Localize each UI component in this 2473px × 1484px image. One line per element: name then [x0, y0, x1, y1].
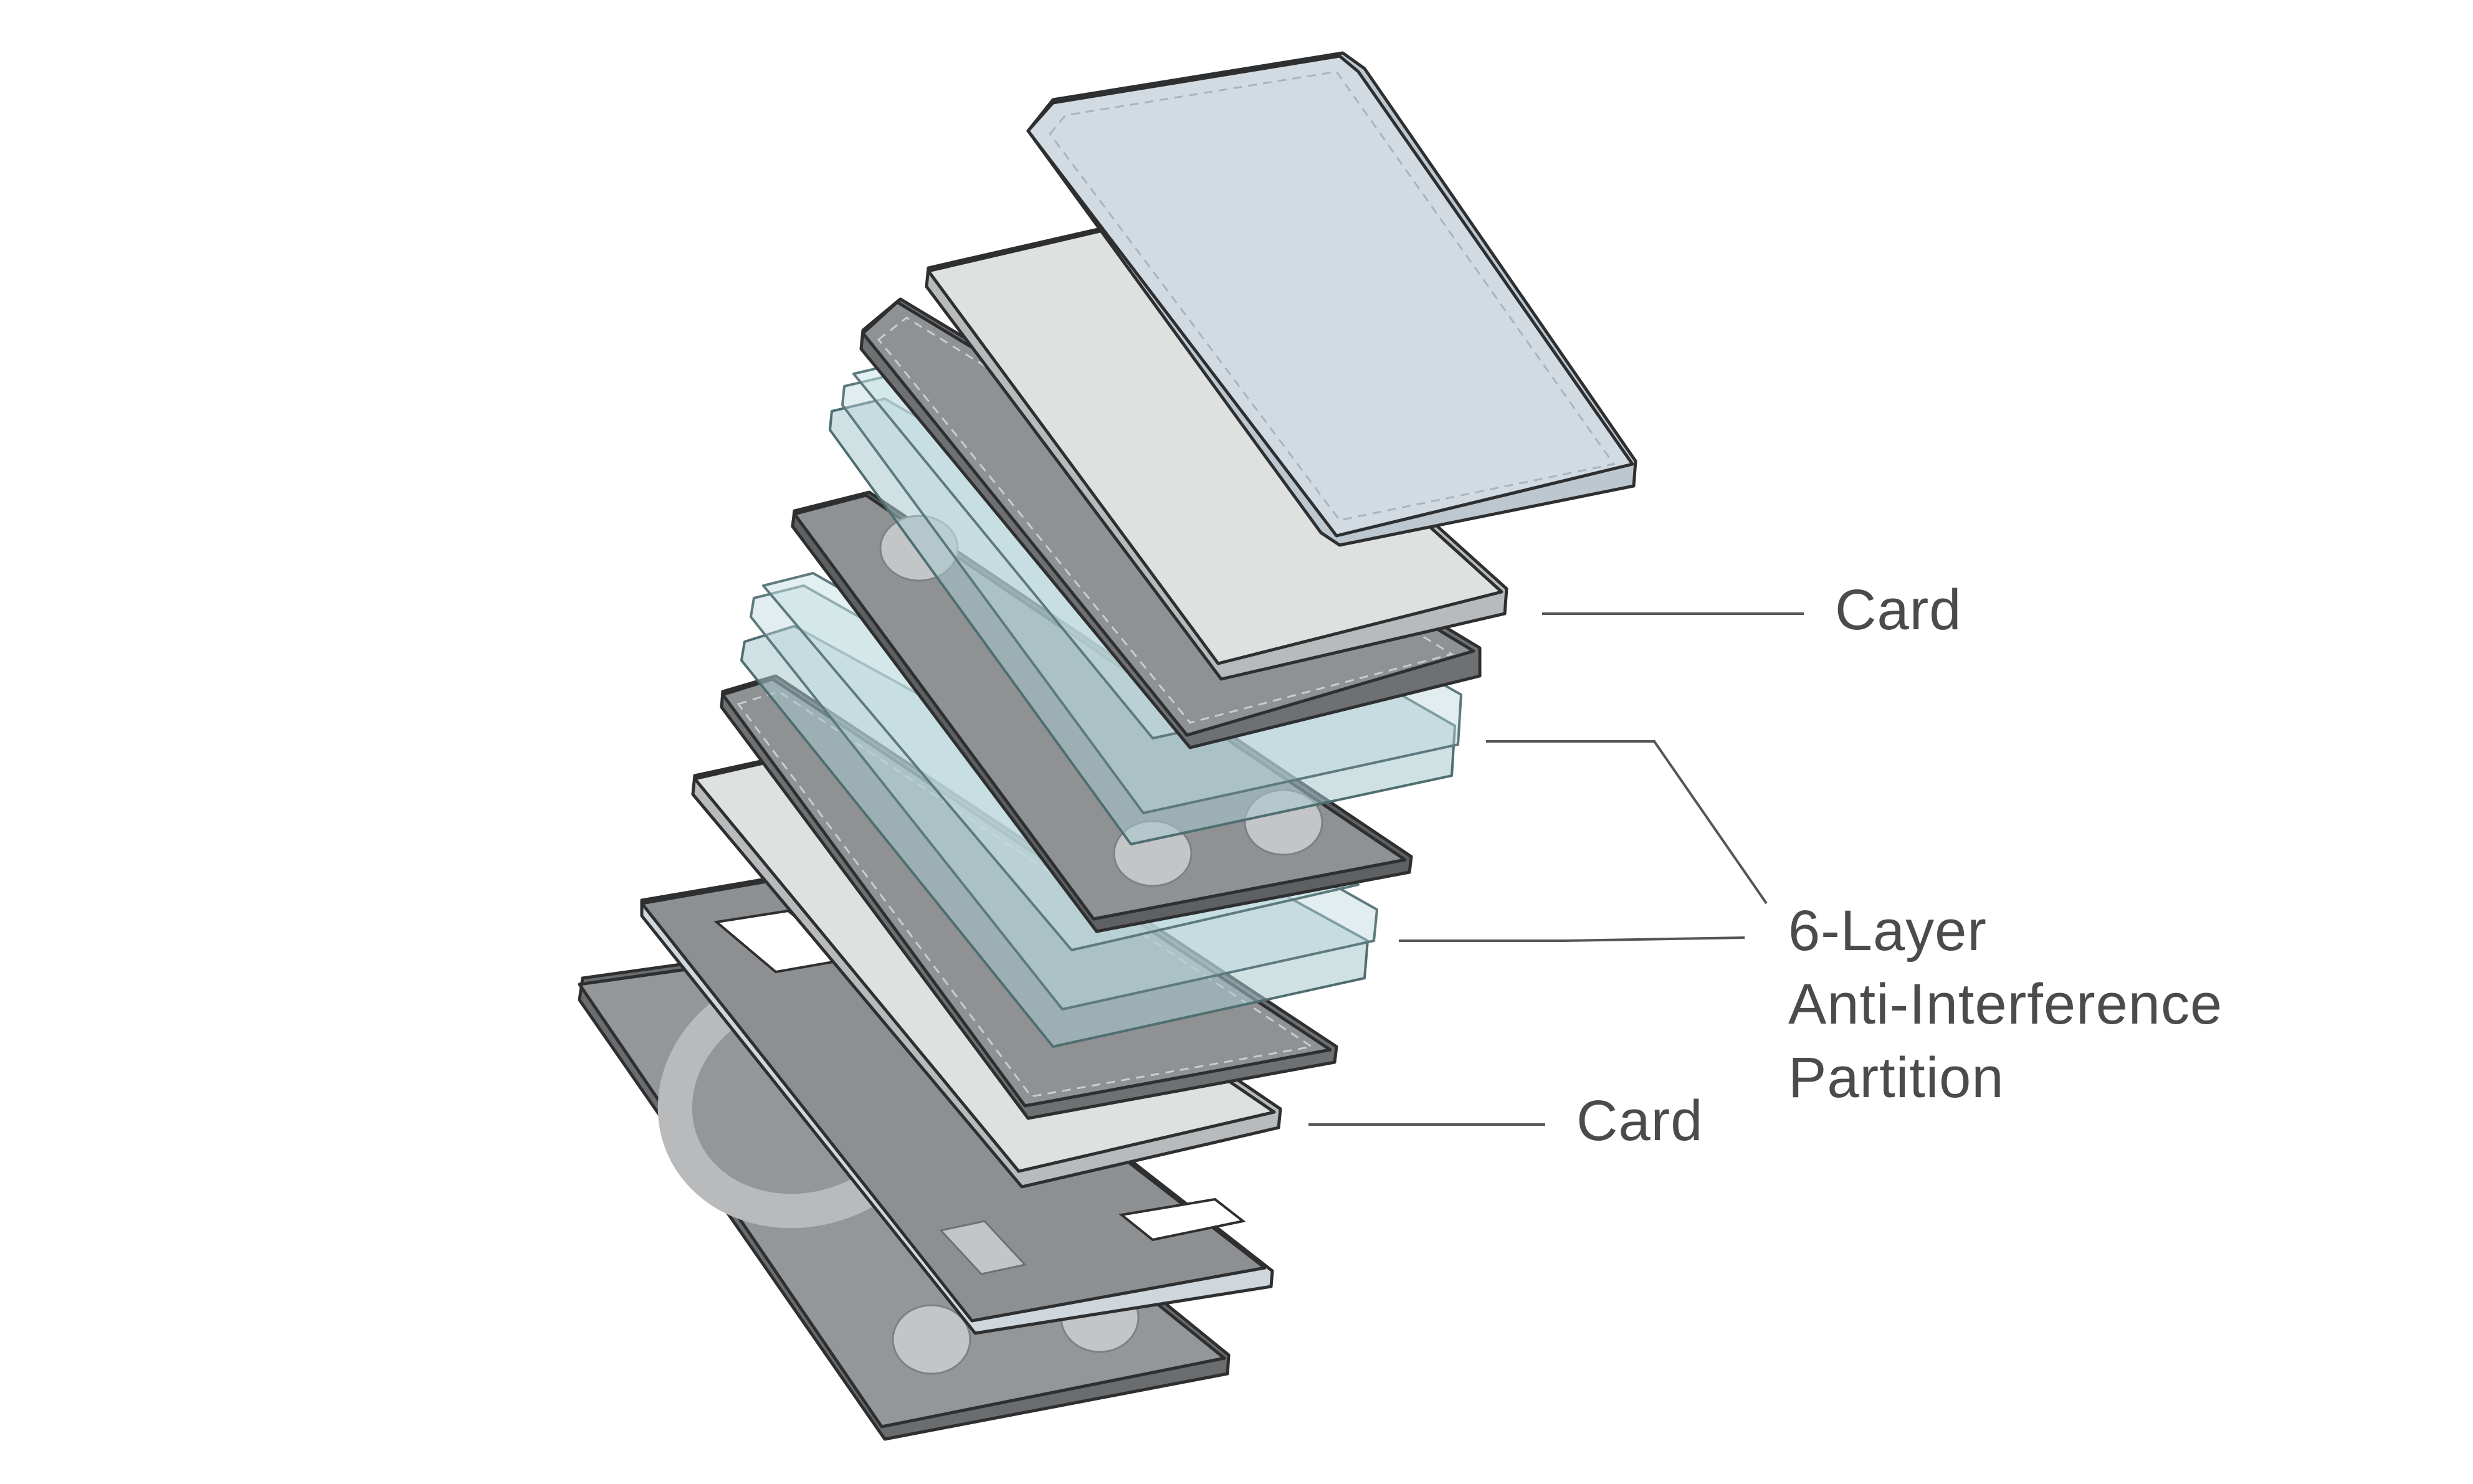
callout-partition-line-2: Anti-Interference [1788, 973, 2223, 1036]
base-disc-left [892, 1304, 971, 1375]
leader-partition-upper [1486, 740, 1768, 905]
callout-card-bottom: Card [1576, 1089, 1703, 1153]
callout-partition-line-3: Partition [1788, 1046, 2004, 1110]
callout-card-top: Card [1835, 578, 1961, 642]
layer-sleeve [1026, 51, 1637, 547]
frame-chip [939, 1220, 1027, 1275]
frame-window-bottom [1118, 1197, 1246, 1242]
leader-lines [1308, 612, 1804, 1126]
callout-partition-line-1: 6-Layer [1788, 899, 1987, 963]
callout-partition: 6-Layer Anti-Interference Partition [1788, 899, 2239, 1110]
leader-partition-lower [1399, 936, 1745, 942]
